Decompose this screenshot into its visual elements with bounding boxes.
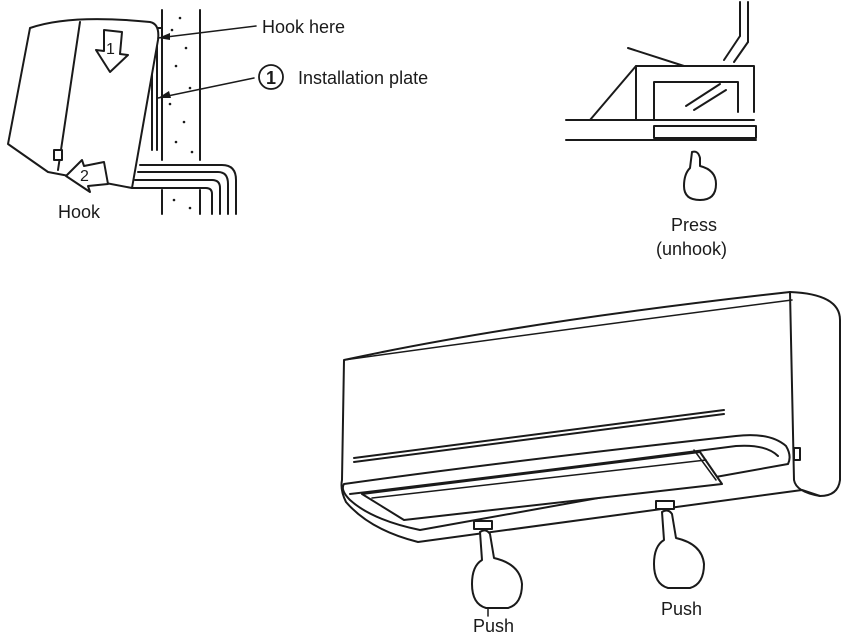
hook-label: Hook — [58, 202, 101, 222]
hook-here-label: Hook here — [262, 17, 345, 37]
push-left-label: Push — [473, 616, 514, 636]
wall-mount-detail: 1 2 Hook here 1 Installation plate Hook — [8, 10, 428, 222]
arrow-1-label: 1 — [106, 41, 115, 58]
plate-number-label: 1 — [266, 68, 276, 88]
press-hand-icon — [684, 152, 716, 200]
press-label: Press — [671, 215, 717, 235]
push-hand-right-icon — [654, 510, 704, 588]
plate-leader — [158, 78, 254, 98]
push-right-label: Push — [661, 599, 702, 619]
unhook-detail: Press (unhook) — [566, 2, 756, 259]
wall-section — [162, 10, 200, 214]
push-tab-right — [656, 501, 674, 509]
hook-here-leader — [158, 26, 256, 38]
indoor-unit-front — [342, 292, 841, 542]
arrow-2-label: 2 — [80, 168, 89, 185]
unhook-label: (unhook) — [656, 239, 727, 259]
pipe-bends — [132, 165, 236, 214]
installation-plate-label: Installation plate — [298, 68, 428, 88]
push-tab-left — [474, 521, 492, 529]
push-hand-left-icon — [472, 530, 522, 616]
